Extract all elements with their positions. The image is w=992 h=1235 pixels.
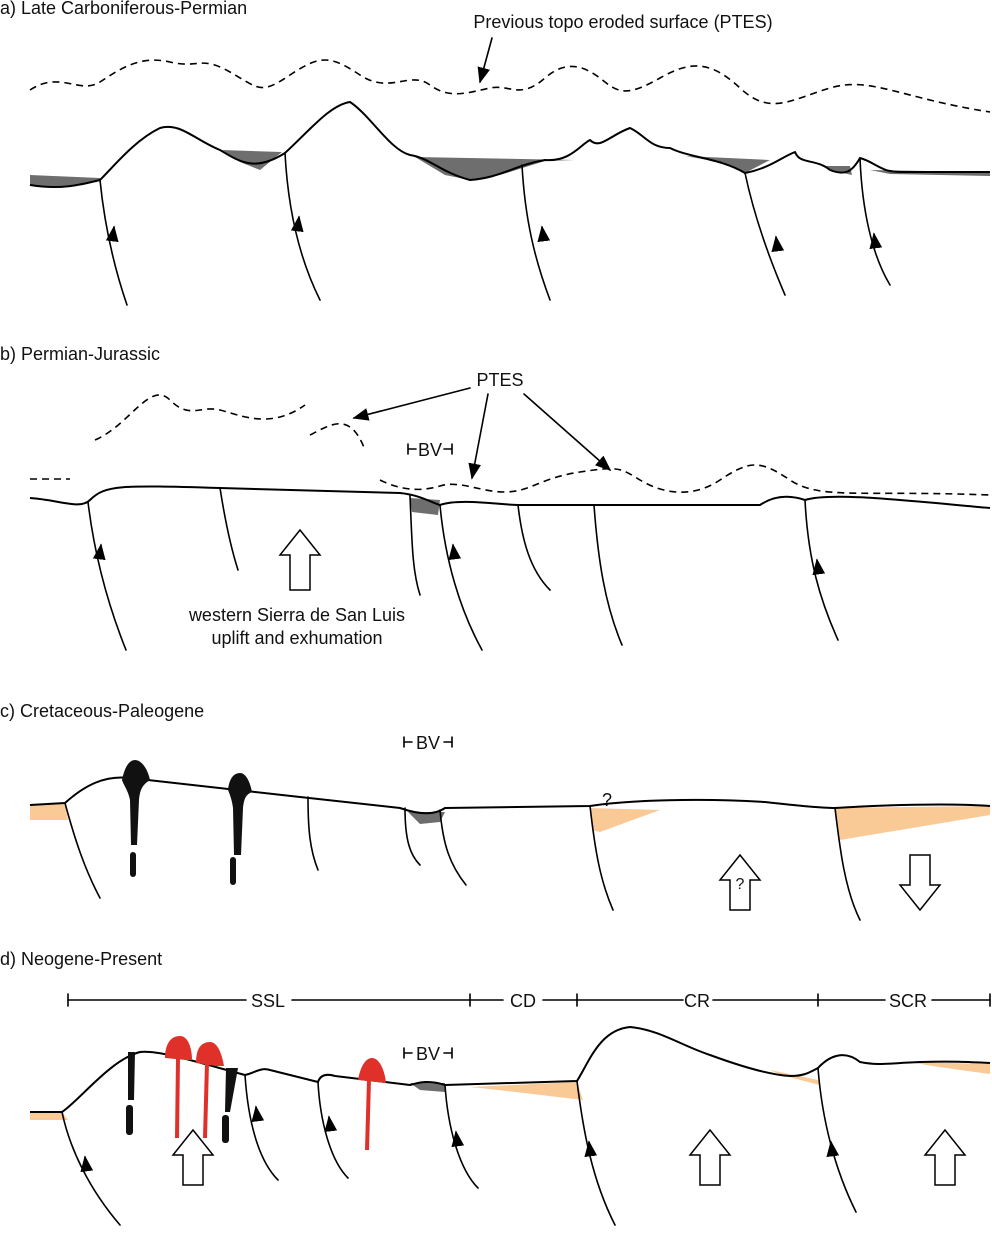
bv-label-c: BV [416,733,440,753]
panel-a-title: a) Late Carboniferous-Permian [0,0,247,18]
segment-cd: CD [510,991,536,1011]
uplift-text-1: western Sierra de San Luis [188,605,405,625]
sediment-fill [910,1062,990,1074]
ptes-dashed-segments [30,394,991,496]
panel-b: b) Permian-Jurassic PTES BV western Sier… [0,344,991,651]
land-surface [29,101,990,189]
uplift-text-2: uplift and exhumation [211,628,382,648]
question-mark-arrow: ? [736,876,745,893]
older-intrusives-d [126,1052,238,1143]
panel-a: a) Late Carboniferous-Permian Previous t… [0,0,991,306]
ptes-arrow [352,387,471,421]
bv-bracket [407,443,453,455]
sediment-fill [30,1112,68,1120]
panel-c: c) Cretaceous-Paleogene BV ? ? [0,701,991,921]
ptes-arrow [477,37,493,84]
segment-cr: CR [684,991,710,1011]
faults-b [87,487,839,651]
uplift-arrow-c [718,853,762,911]
ptes-label-b: PTES [476,370,523,390]
segment-ssl: SSL [251,991,285,1011]
uplift-arrow-cr [688,1128,732,1186]
neogene-volcanics [165,1036,386,1150]
ptes-arrow [523,393,612,472]
question-mark-c: ? [602,790,612,810]
panel-d-title: d) Neogene-Present [0,949,162,969]
uplift-arrow-scr [923,1128,967,1186]
land-surface-c [29,776,991,815]
sediment-fill [590,808,660,832]
sediment-fill [30,803,68,820]
panel-d: d) Neogene-Present SSL CD CR SCR BV [0,949,991,1226]
ptes-label: Previous topo eroded surface (PTES) [473,12,772,32]
sediment-fill [470,1082,583,1100]
ptes-dashed-line [29,59,991,113]
segment-scale-bar [67,993,991,1007]
segment-scr: SCR [889,991,927,1011]
sediment-fill [770,1070,820,1085]
panel-c-title: c) Cretaceous-Paleogene [0,701,204,721]
panel-b-title: b) Permian-Jurassic [0,344,160,364]
uplift-arrow-ssl [171,1128,215,1186]
sediment-fill [835,806,990,840]
basin-fill [30,175,100,188]
uplift-arrow [278,528,322,591]
faults-c [64,796,861,921]
bv-bracket [403,1047,453,1059]
basin-fill [410,498,440,515]
subsidence-arrow [898,854,942,912]
ptes-arrow [468,393,489,480]
faults-d [61,1067,857,1226]
older-intrusives [122,760,252,885]
basin-fill [222,150,282,170]
basin-fill [408,812,445,824]
bv-label-d: BV [416,1044,440,1064]
bv-bracket [403,736,453,748]
basin-fill [410,1083,445,1092]
bv-label-b: BV [418,440,442,460]
faults [99,152,891,306]
land-surface-b [29,485,991,509]
